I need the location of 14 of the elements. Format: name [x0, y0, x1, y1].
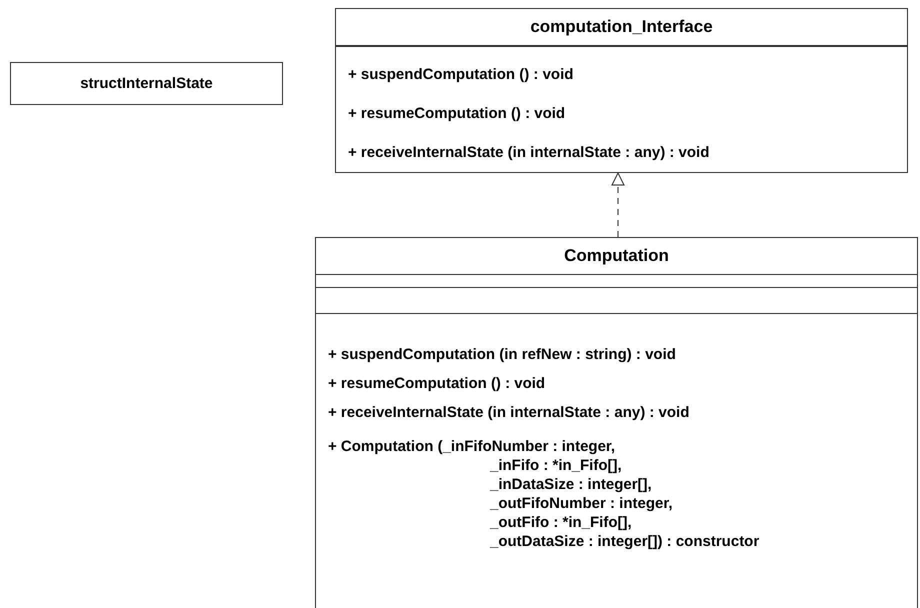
realization-arrow: [612, 172, 624, 238]
class-box: [315, 237, 918, 608]
method-text: + receiveInternalState (in internalState : any) : void: [348, 143, 710, 163]
method-text: + suspendComputation () : void: [348, 65, 574, 85]
method-text: + resumeComputation () : void: [328, 374, 546, 394]
method-text: + resumeComputation () : void: [348, 104, 566, 124]
class-name: structInternalState: [79, 74, 214, 94]
class-box: [10, 62, 283, 105]
method-text: + receiveInternalState (in internalState : any) : void: [328, 403, 690, 423]
method-text: + suspendComputation (in refNew : string) : void: [328, 345, 677, 365]
class-name: computation_Interface: [336, 9, 907, 46]
constructor-text: + Computation (_inFifoNumber : integer, _inFifo : *in_Fifo[], _inDataSize : integer[], _outFifoNumber : integer, _outFifo : *in_Fifo[], _outDataSize : integer[]) : constructor: [328, 437, 760, 551]
class-box: [335, 8, 908, 173]
class-name: Computation: [316, 238, 917, 275]
